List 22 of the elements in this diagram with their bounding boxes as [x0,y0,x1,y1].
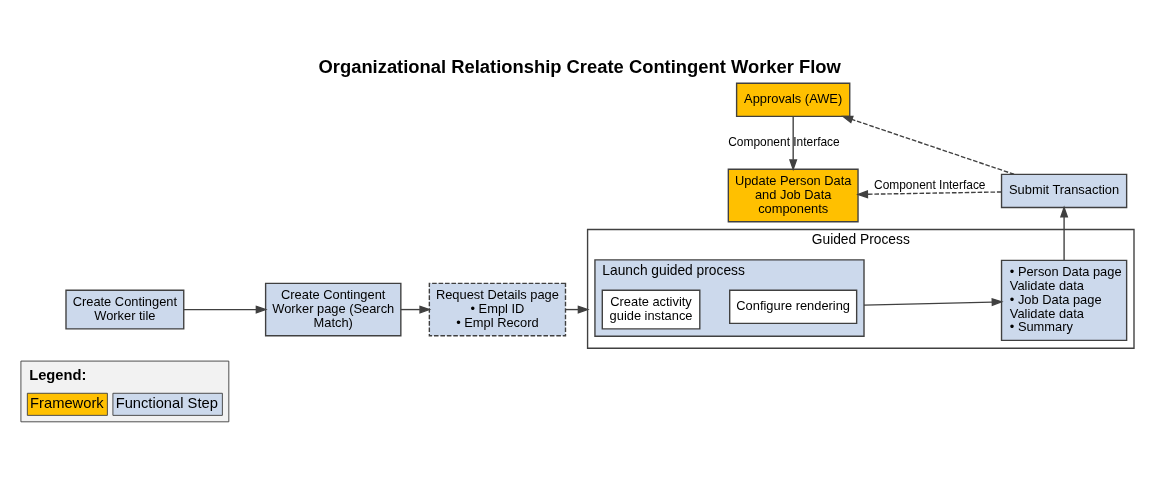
diagram-title: Organizational Relationship Create Contingent Worker Flow [318,56,841,78]
arrow [841,115,1015,175]
arrow [1059,205,1069,261]
arrow [863,297,1004,307]
node-box: Create Contingent Worker tile [65,289,185,330]
node-box: • Person Data page Validate data • Job Data page Validate data • Summary [1000,259,1128,342]
arrow [856,190,1003,199]
node-box: Create activity guide instance [601,289,701,330]
arrow [789,115,798,172]
node-box: Configure rendering [729,289,858,325]
arrow [400,305,432,314]
arrow [183,305,268,314]
node-box: Request Details page • Empl ID • Empl Record [428,282,567,337]
edge-label: Component Interface [874,177,986,192]
edge-label: Component Interface [728,134,840,149]
label: Legend: [29,367,87,384]
legend-label: Functional Step [115,394,218,411]
legend-label: Framework [30,394,104,411]
node-box: Approvals (AWE) [735,82,851,118]
node-box: Update Person Data and Job Data components [727,168,859,223]
node-box: Submit Transaction [1000,173,1128,209]
node-box: Create Contingent Worker page (Search Match) [264,282,402,337]
